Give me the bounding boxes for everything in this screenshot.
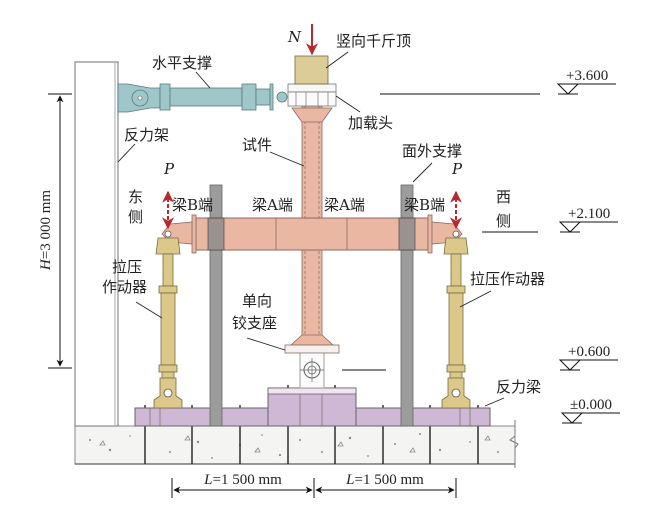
span-left-label: L=1 500 mm xyxy=(203,472,282,488)
horizontal-brace xyxy=(117,83,288,113)
reaction-beam-label: 反力梁 xyxy=(496,378,541,396)
beam-b-end-right-label: 梁B端 xyxy=(404,196,445,214)
loading-head xyxy=(287,83,337,107)
horizontal-brace-label: 水平支撑 xyxy=(152,54,212,72)
actuator-left-label-1: 拉压 xyxy=(112,258,142,276)
elevation-label: +2.100 xyxy=(568,206,610,222)
reaction-frame xyxy=(74,61,119,427)
beam-a-end-right-label: 梁A端 xyxy=(324,196,365,214)
elevation-marker-3600: +3.600 xyxy=(556,68,616,95)
reaction-frame-label: 反力架 xyxy=(124,126,169,144)
loading-head-label: 加载头 xyxy=(348,114,393,132)
actuator-right-label: 拉压作动器 xyxy=(470,270,545,288)
elevation-marker-2100: +2.100 xyxy=(558,206,618,233)
hinge-support xyxy=(299,352,325,389)
lateral-load-label-right: P xyxy=(451,160,463,178)
beam-b-end-left-label: 梁B端 xyxy=(172,196,213,214)
concrete-floor xyxy=(74,420,519,468)
reaction-beam xyxy=(134,387,491,427)
elevation-lines xyxy=(342,93,540,371)
beam-a-end-left-label: 梁A端 xyxy=(252,196,293,214)
height-dimension-label: H=3 000 mm xyxy=(38,190,54,271)
vertical-jack-label: 竖向千斤顶 xyxy=(336,32,411,50)
span-right-label: L=1 500 mm xyxy=(345,472,424,488)
actuator-right xyxy=(441,237,471,409)
elevation-marker-0000: ±0.000 xyxy=(560,397,620,424)
leader-lines xyxy=(117,51,505,407)
east-side-label-2: 侧 xyxy=(128,208,143,226)
hinge-support-label-1: 单向 xyxy=(242,292,272,310)
west-side-label-2: 侧 xyxy=(496,212,511,230)
elevation-label: +3.600 xyxy=(566,68,608,84)
axial-load-label: N xyxy=(287,28,302,46)
vertical-jack xyxy=(294,55,329,85)
west-side-label-1: 西 xyxy=(496,188,511,206)
break-line-icon xyxy=(509,420,519,468)
out-of-plane-brace-label: 面外支撑 xyxy=(402,142,462,160)
actuator-left xyxy=(153,237,183,409)
elevation-label: +0.600 xyxy=(568,344,610,360)
height-dimension: H=3 000 mm xyxy=(38,93,72,369)
beam xyxy=(161,214,463,254)
lateral-load-label-left: P xyxy=(163,160,175,178)
elevation-label: ±0.000 xyxy=(570,397,612,413)
elevation-marker-0600: +0.600 xyxy=(558,344,618,371)
east-side-label-1: 东 xyxy=(128,188,143,206)
actuator-left-label-2: 作动器 xyxy=(102,278,147,296)
span-dimensions: L=1 500 mm L=1 500 mm xyxy=(171,472,457,498)
specimen-label: 试件 xyxy=(242,136,272,154)
hinge-support-label-2: 铰支座 xyxy=(232,314,277,332)
